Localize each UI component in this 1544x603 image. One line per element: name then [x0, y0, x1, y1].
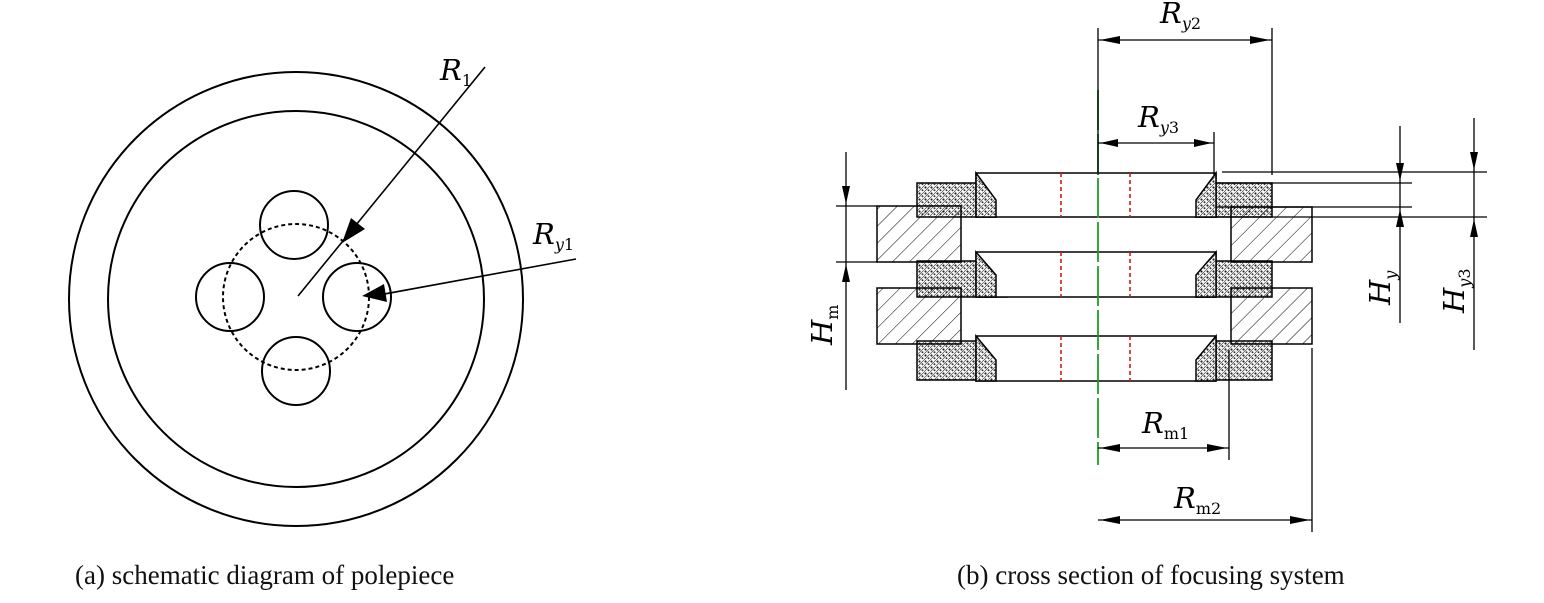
dimension-arrowheads [842, 36, 1478, 524]
caption-a: (a) schematic diagram of polepiece [75, 560, 454, 590]
magnet-lower-right [1230, 287, 1313, 345]
polepiece-middle [916, 249, 1273, 298]
caption-b: (b) cross section of focusing system [957, 560, 1345, 590]
outer-ring-inner-circle [107, 110, 485, 488]
label-hy: Hy [1363, 270, 1400, 306]
r1-arrowhead [342, 218, 365, 243]
pole-hole-left [195, 262, 265, 332]
label-rm1: Rm1 [1141, 406, 1189, 443]
label-ry3: Ry3 [1137, 100, 1179, 137]
label-ry2: Ry2 [1159, 0, 1201, 33]
outer-ring-outer-circle [68, 71, 524, 527]
magnet-upper-left [876, 205, 962, 263]
pole-hole-right [322, 262, 392, 332]
dimension-lines [836, 28, 1487, 532]
beam-bore [1060, 173, 1131, 381]
pole-hole-top [259, 190, 329, 260]
label-hm: Hm [805, 305, 842, 346]
magnet-upper-right [1230, 206, 1313, 263]
pole-hole-bottom [261, 336, 331, 406]
polepiece-top-body [975, 172, 1217, 218]
label-rm2: Rm2 [1173, 481, 1221, 518]
label-hy3: Hy3 [1437, 268, 1474, 314]
polepiece-schematic [68, 66, 577, 527]
label-ry1: Ry1 [532, 217, 574, 254]
focusing-system-cross-section: Ry2 Ry3 Rm1 Rm2 Hm Hy Hy3 [805, 0, 1487, 532]
label-r1: R1 [439, 53, 472, 90]
magnet-lower-left [876, 287, 962, 345]
r1-leader-line [297, 66, 486, 297]
ry1-leader-line [367, 258, 577, 298]
polepiece-bottom [916, 333, 1273, 382]
magnets [876, 205, 1313, 345]
polepiece-top [916, 170, 1273, 218]
ry1-dashed-circle [222, 223, 370, 371]
ry1-arrowhead [362, 284, 387, 302]
